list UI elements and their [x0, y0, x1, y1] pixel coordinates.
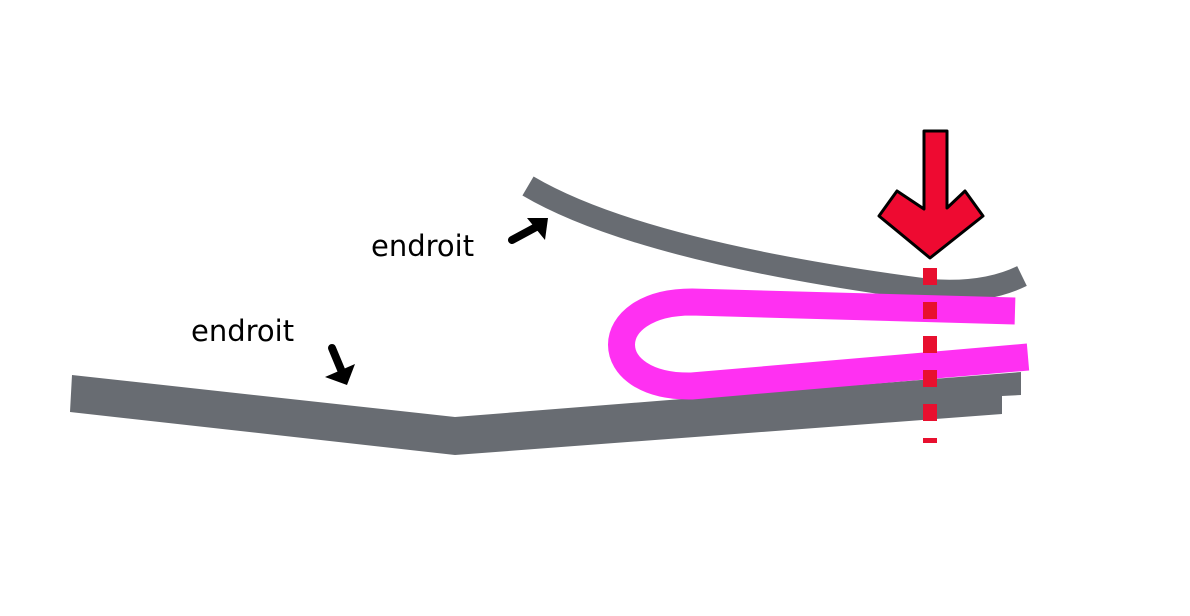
- upper-gray-layer: [522, 176, 1027, 302]
- label-upper-endroit: endroit: [371, 229, 474, 263]
- pointer-arrow-icon: [508, 218, 548, 244]
- label-lower-endroit: endroit: [191, 314, 294, 348]
- pink-folded-layer: [608, 288, 1030, 400]
- lower-gray-layer: [70, 372, 1021, 455]
- pointer-arrow-icon: [325, 344, 355, 385]
- down-arrow-icon: [877, 129, 985, 260]
